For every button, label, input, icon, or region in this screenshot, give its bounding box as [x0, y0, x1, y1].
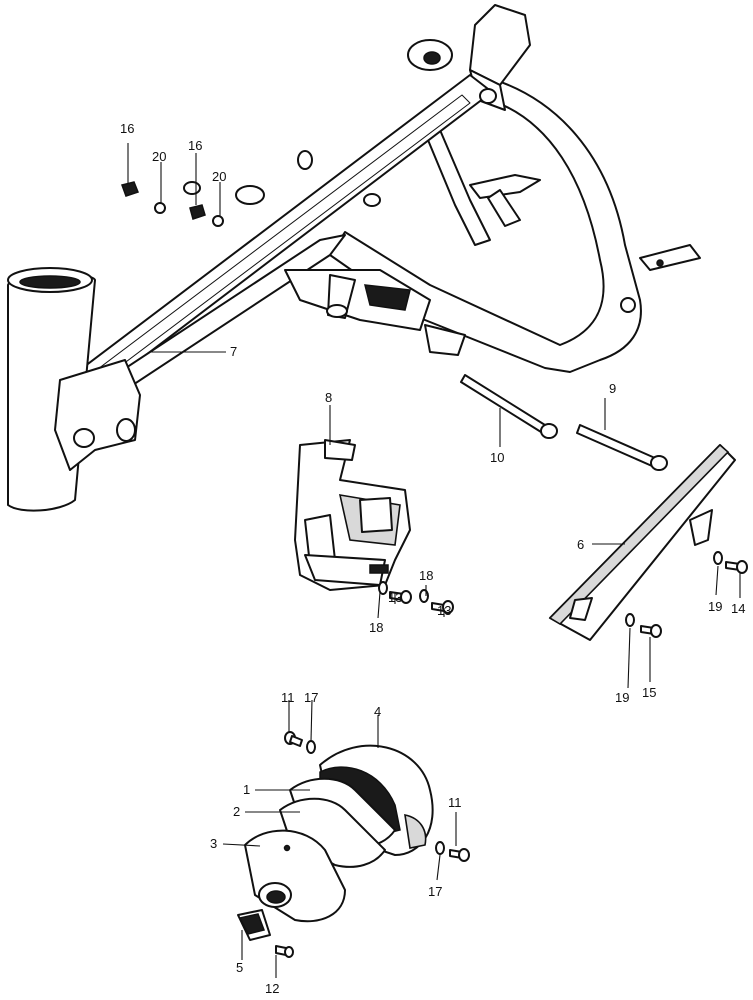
screw-12: [275, 945, 294, 958]
callout-12: 12: [265, 981, 279, 996]
bolt-11b: [449, 848, 470, 862]
washer-18a: [378, 581, 388, 595]
washer-18b: [419, 589, 429, 603]
callout-11b: 11: [448, 795, 462, 810]
callout-17a: 17: [304, 690, 318, 705]
callout-19b: 19: [615, 690, 629, 705]
washer-20a: [154, 202, 166, 214]
bracket-assembly-8: [294, 439, 411, 591]
callout-16a: 16: [120, 121, 134, 136]
callout-13a: 13: [388, 590, 402, 605]
callout-7: 7: [230, 344, 237, 359]
washer-19a: [713, 551, 723, 565]
callout-11a: 11: [281, 690, 295, 705]
callout-17b: 17: [428, 884, 442, 899]
frame-assembly: [7, 4, 701, 512]
ring-2: [279, 797, 386, 868]
nut-16a: [121, 181, 139, 197]
washer-17a: [306, 740, 316, 754]
callout-8: 8: [325, 390, 332, 405]
callout-16b: 16: [188, 138, 202, 153]
pulley-3: [244, 829, 346, 923]
callout-13b: 13: [437, 603, 451, 618]
callout-6: 6: [577, 537, 584, 552]
bolt-11a: [284, 731, 303, 747]
bolt-13a: [389, 590, 412, 604]
bolt-15: [640, 624, 662, 638]
rear-bolt-9: [576, 424, 668, 471]
callout-18b: 18: [369, 620, 383, 635]
rear-bolt-10: [460, 374, 558, 439]
callout-5: 5: [236, 960, 243, 975]
clip-5: [237, 909, 271, 941]
side-rail-6: [548, 443, 736, 641]
callout-15: 15: [642, 685, 656, 700]
callout-3: 3: [210, 836, 217, 851]
washer-20b: [212, 215, 224, 227]
nut-16b: [189, 204, 206, 220]
callout-2: 2: [233, 804, 240, 819]
callout-14: 14: [731, 601, 745, 616]
leader-lines: [127, 143, 741, 978]
callout-18a: 18: [419, 568, 433, 583]
callout-1: 1: [243, 782, 250, 797]
callout-20a: 20: [152, 149, 166, 164]
bolt-14: [725, 560, 748, 574]
callout-4: 4: [374, 704, 381, 719]
callout-20b: 20: [212, 169, 226, 184]
washer-19b: [625, 613, 635, 627]
callout-19a: 19: [708, 599, 722, 614]
washer-17b: [435, 841, 445, 855]
callout-labels: 16 20 16 20 7 8 9 10 6 18 13 13 18 19 14…: [120, 121, 745, 996]
callout-9: 9: [609, 381, 616, 396]
callout-10: 10: [490, 450, 504, 465]
